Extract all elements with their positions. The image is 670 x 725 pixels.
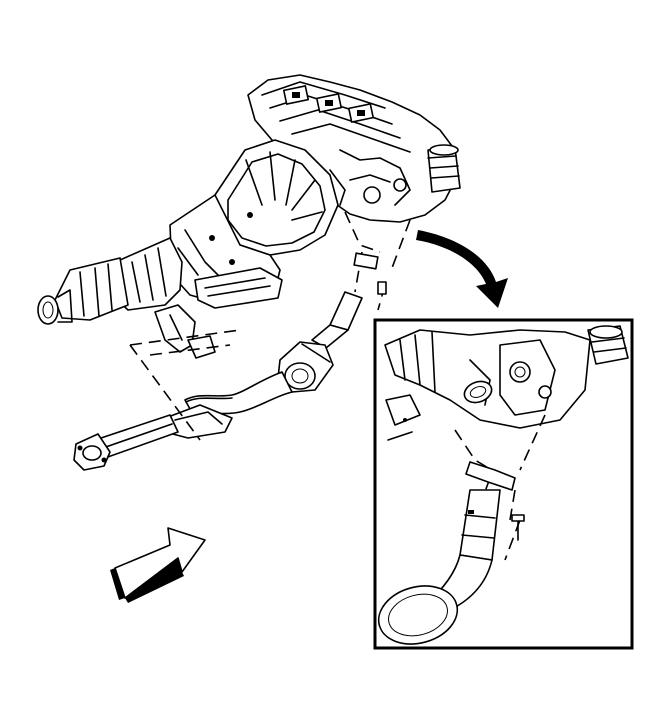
alignment-lines-main <box>129 211 411 441</box>
transmission <box>37 139 339 325</box>
exhaust-pipe-assembly <box>73 291 363 471</box>
detail-inset <box>373 318 634 650</box>
hanger-bracket <box>154 304 216 359</box>
engine-block <box>247 74 461 223</box>
curved-arrow-icon <box>416 230 508 308</box>
inset-content <box>377 325 629 645</box>
arrow-icon <box>110 527 206 603</box>
